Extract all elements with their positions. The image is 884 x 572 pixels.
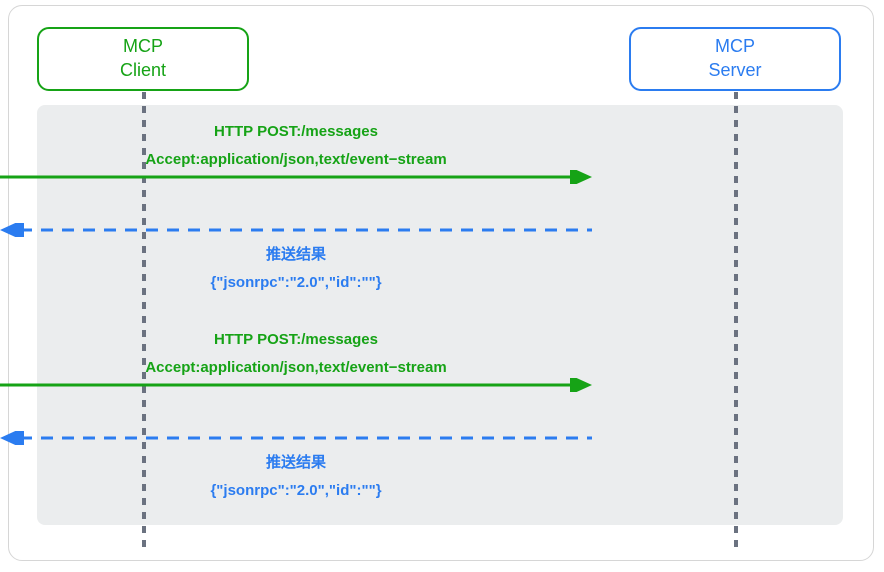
arrow-right-solid-icon bbox=[0, 378, 592, 392]
participant-server-line2: Server bbox=[708, 60, 762, 80]
message-arrow-request-1 bbox=[0, 170, 592, 184]
lifeline-client bbox=[142, 92, 146, 554]
sequence-body-background bbox=[37, 105, 843, 525]
participant-mcp-client[interactable]: MCP Client bbox=[37, 27, 249, 91]
request-1-label-line2: Accept:application/json,text/event−strea… bbox=[145, 151, 447, 168]
request-2-label-line2: Accept:application/json,text/event−strea… bbox=[145, 359, 447, 376]
message-arrow-request-2 bbox=[0, 378, 592, 392]
participant-client-line2: Client bbox=[119, 60, 167, 80]
message-label-response-2: 推送结果 {"jsonrpc":"2.0","id":""} bbox=[0, 449, 592, 505]
lifeline-server bbox=[734, 92, 738, 554]
arrow-right-solid-icon bbox=[0, 170, 592, 184]
message-label-response-1: 推送结果 {"jsonrpc":"2.0","id":""} bbox=[0, 241, 592, 297]
arrow-left-dashed-icon bbox=[0, 431, 592, 445]
response-2-label-line1: 推送结果 bbox=[265, 454, 326, 471]
arrow-left-dashed-icon bbox=[0, 223, 592, 237]
response-2-label-line2: {"jsonrpc":"2.0","id":""} bbox=[210, 482, 382, 499]
request-1-label-line1: HTTP POST:/messages bbox=[214, 123, 378, 140]
participant-client-line1: MCP bbox=[123, 36, 163, 57]
message-label-request-1: HTTP POST:/messages Accept:application/j… bbox=[0, 118, 592, 174]
response-1-label-line2: {"jsonrpc":"2.0","id":""} bbox=[210, 274, 382, 291]
participant-mcp-server[interactable]: MCP Server bbox=[629, 27, 841, 91]
request-2-label-line1: HTTP POST:/messages bbox=[214, 331, 378, 348]
message-arrow-response-1 bbox=[0, 223, 592, 237]
message-label-request-2: HTTP POST:/messages Accept:application/j… bbox=[0, 326, 592, 382]
response-1-label-line1: 推送结果 bbox=[265, 246, 326, 263]
participant-server-line1: MCP bbox=[715, 36, 755, 57]
message-arrow-response-2 bbox=[0, 431, 592, 445]
